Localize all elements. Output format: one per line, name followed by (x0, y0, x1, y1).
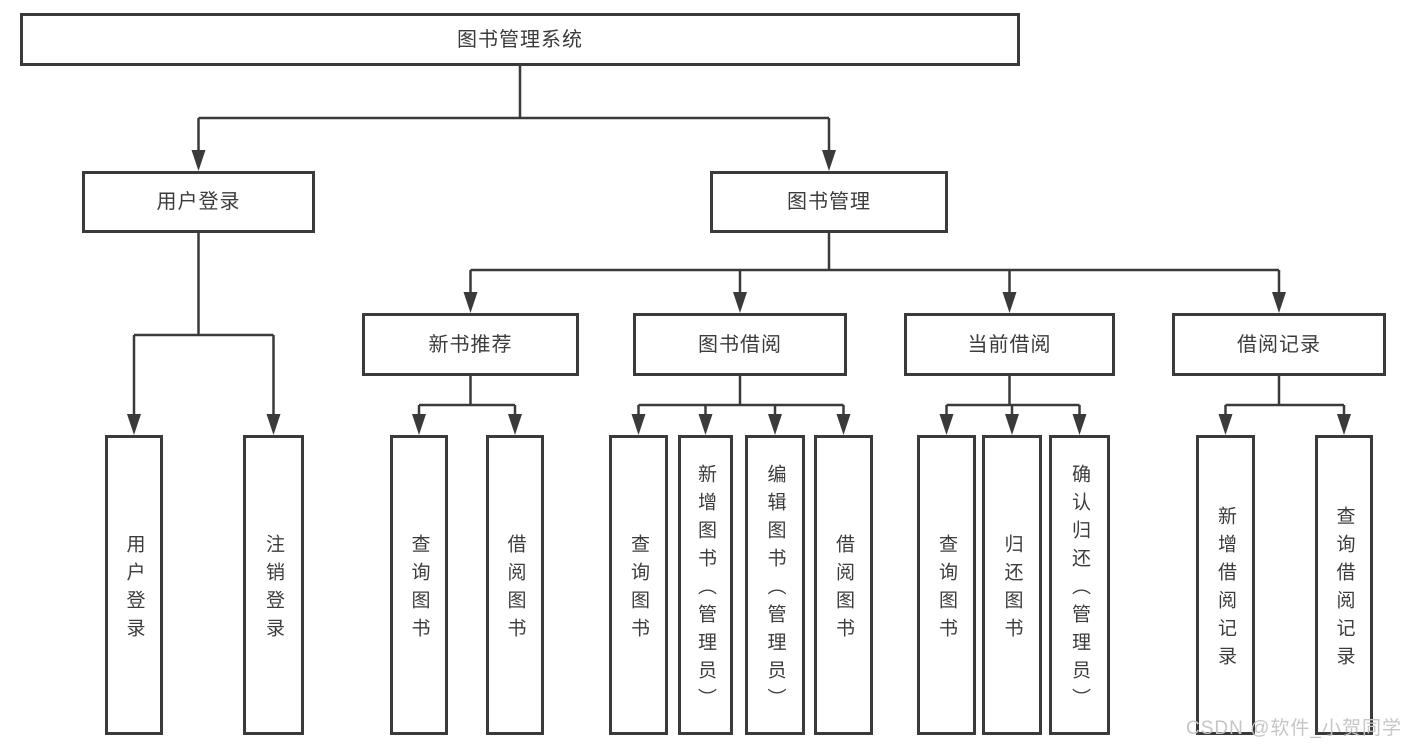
watermark: CSDN @软件_小贺同学 (1186, 718, 1402, 739)
node-borrowing-borrow-books: 借阅图书 (814, 435, 873, 735)
arrowhead-user-login-action (127, 414, 141, 435)
connector-current-borrowing (945, 376, 1081, 417)
node-edit-books-admin: 编辑图书（管理员） (745, 435, 805, 735)
arrowhead-current-query-books (939, 414, 954, 435)
arrowhead-current-borrowing (1002, 292, 1017, 313)
node-query-borrow-record: 查询借阅记录 (1315, 435, 1373, 735)
node-logout-action: 注销登录 (243, 435, 304, 735)
arrowhead-book-borrowing (733, 292, 747, 313)
node-book-borrowing: 图书借阅 (633, 313, 847, 376)
connector-user-login (132, 233, 275, 417)
node-user-login-action: 用户登录 (105, 435, 163, 735)
arrowhead-return-books (1005, 414, 1019, 435)
node-current-query-books: 查询图书 (917, 435, 976, 735)
node-recommend-borrow-books: 借阅图书 (486, 435, 544, 735)
connector-new-book-recommend (417, 376, 517, 417)
arrowhead-borrowing-records (1272, 292, 1286, 313)
node-library-system: 图书管理系统 (20, 13, 1020, 66)
node-current-borrowing: 当前借阅 (904, 313, 1115, 376)
arrowhead-add-borrow-record (1218, 414, 1233, 435)
node-borrowing-records: 借阅记录 (1172, 313, 1386, 376)
connector-book-borrowing (637, 376, 845, 417)
node-borrowing-query-books: 查询图书 (609, 435, 668, 735)
arrowhead-logout-action (266, 414, 281, 435)
arrowhead-query-borrow-record (1337, 414, 1351, 435)
node-add-books-admin: 新增图书（管理员） (678, 435, 733, 735)
arrowhead-new-book-recommend (463, 292, 478, 313)
arrowhead-confirm-return-admin (1072, 414, 1087, 435)
arrowhead-borrowing-query-books (631, 414, 646, 435)
node-new-book-recommend: 新书推荐 (362, 313, 579, 376)
node-return-books: 归还图书 (982, 435, 1042, 735)
node-add-borrow-record: 新增借阅记录 (1196, 435, 1255, 735)
node-confirm-return-admin: 确认归还（管理员） (1049, 435, 1110, 735)
node-book-management: 图书管理 (710, 171, 948, 233)
arrowhead-edit-books-admin (768, 414, 782, 435)
connector-borrowing-records (1224, 376, 1346, 417)
connector-library-system (197, 66, 831, 153)
arrowhead-recommend-query-books (412, 414, 426, 435)
node-user-login: 用户登录 (82, 171, 315, 233)
arrowhead-recommend-borrow-books (508, 414, 522, 435)
arrowhead-user-login (191, 150, 206, 171)
node-recommend-query-books: 查询图书 (390, 435, 448, 735)
connector-book-management (469, 233, 1281, 295)
arrowhead-borrowing-borrow-books (836, 414, 851, 435)
arrowhead-add-books-admin (698, 414, 713, 435)
arrowhead-book-management (822, 150, 836, 171)
